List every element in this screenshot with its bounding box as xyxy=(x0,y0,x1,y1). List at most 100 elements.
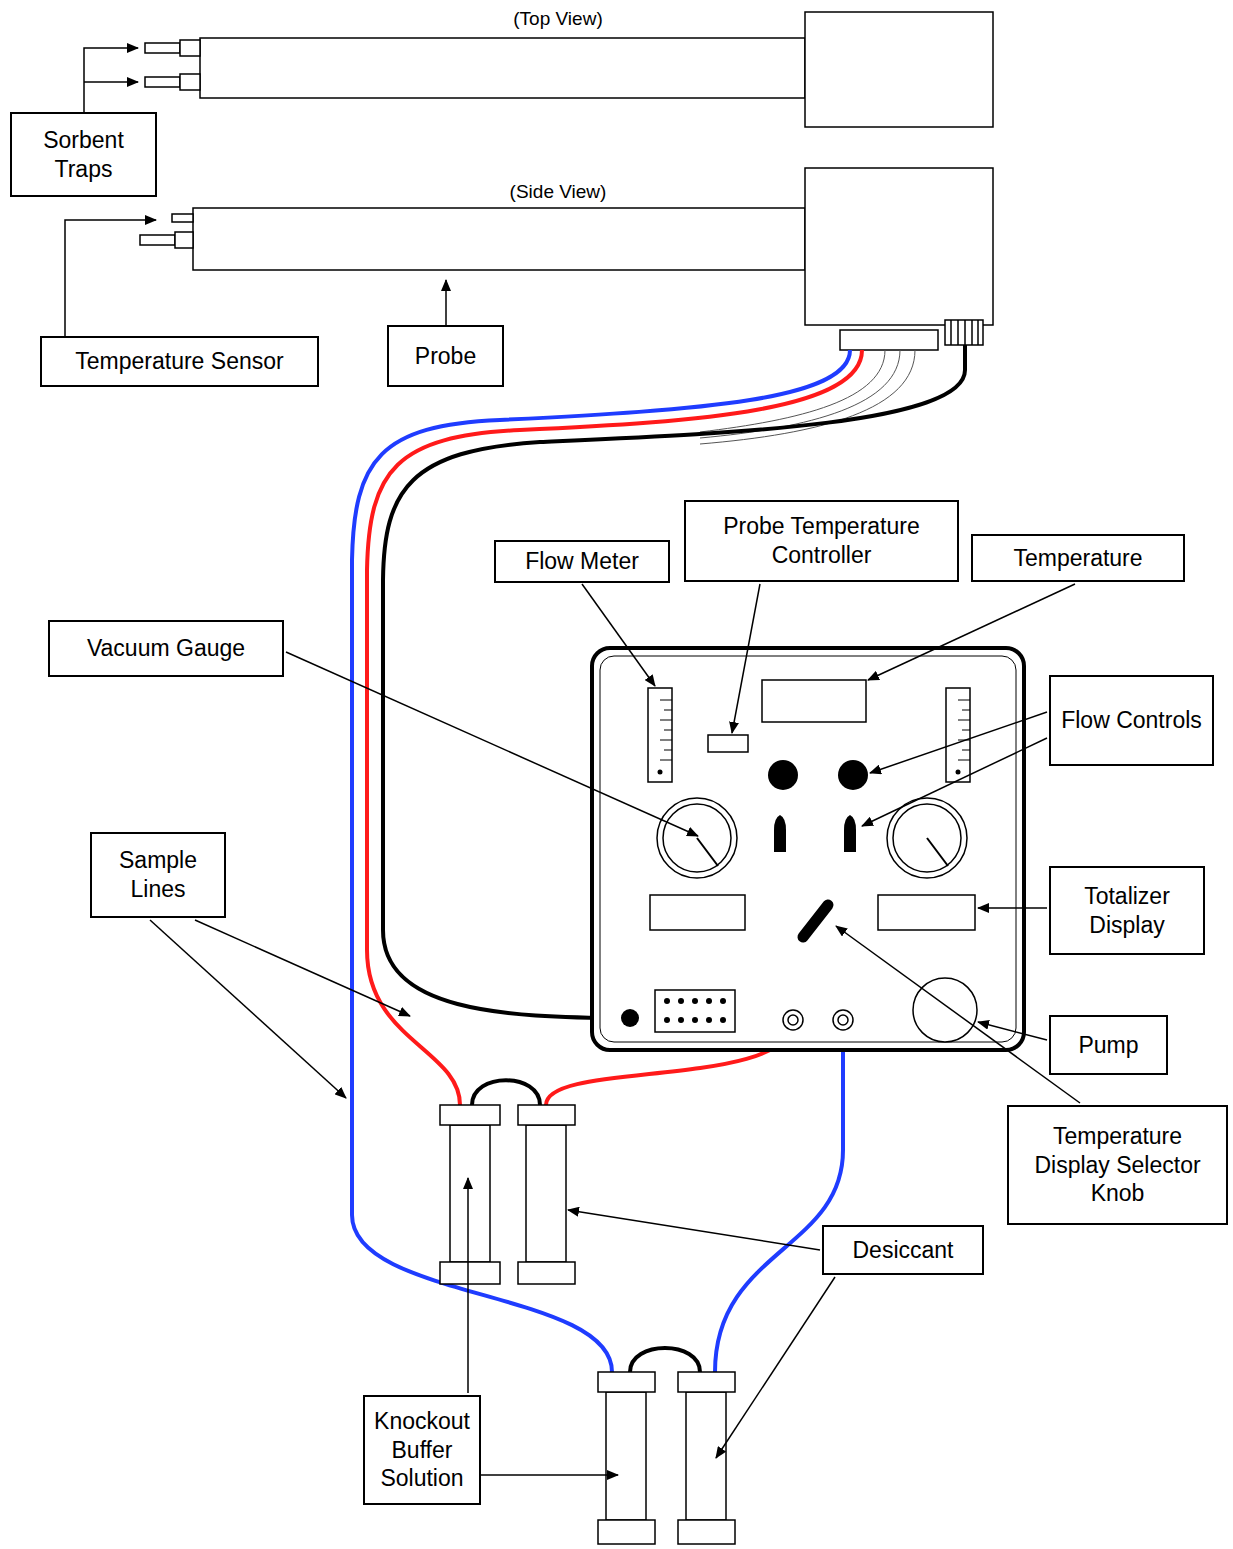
power-plug xyxy=(945,320,983,345)
knockout-tube xyxy=(450,1125,490,1262)
desiccant-tube xyxy=(686,1392,726,1520)
pump xyxy=(913,978,977,1042)
temperature-sensor xyxy=(172,214,193,222)
callout-text: Totalizer Display xyxy=(1056,882,1198,940)
callout-text: Probe Temperature Controller xyxy=(691,512,952,570)
vacuum-gauge xyxy=(657,798,737,878)
flow-meter xyxy=(946,688,970,782)
leader-line xyxy=(84,48,138,112)
temperature-controller xyxy=(708,735,748,752)
knockout-tube xyxy=(606,1392,646,1520)
callout-box: Temperature Sensor xyxy=(40,336,319,387)
callout-text: Flow Controls xyxy=(1061,706,1202,735)
scale-ticks xyxy=(660,700,672,760)
probe-body xyxy=(200,38,805,98)
fitting xyxy=(838,1015,848,1025)
fitting xyxy=(833,1010,853,1030)
callout-box: Flow Meter xyxy=(494,540,670,583)
impinger-tubes xyxy=(440,1105,735,1544)
desiccant-tube xyxy=(526,1125,566,1262)
callout-box: Probe Temperature Controller xyxy=(684,500,959,582)
leader-line xyxy=(870,712,1047,773)
scale-ticks xyxy=(958,700,970,760)
callout-text: Vacuum Gauge xyxy=(87,634,245,663)
leader-line xyxy=(568,1210,820,1250)
tube-jumper xyxy=(630,1348,700,1372)
callout-box: Probe xyxy=(387,325,504,387)
leader-line xyxy=(868,584,1075,680)
callout-text: Pump xyxy=(1078,1031,1138,1060)
callout-box: Sample Lines xyxy=(90,832,226,918)
tube-cap xyxy=(678,1372,735,1392)
flow-knob xyxy=(768,760,798,790)
totalizer-display xyxy=(878,895,975,930)
leader-line xyxy=(445,280,447,325)
sorbent-trap xyxy=(180,40,200,56)
flow-meter xyxy=(648,688,672,782)
temperature-display xyxy=(762,680,866,722)
probe-head xyxy=(805,168,993,325)
flow-knob xyxy=(838,760,868,790)
probe-head xyxy=(805,12,993,127)
flow-valve xyxy=(774,815,786,852)
gauge-needle xyxy=(927,838,948,866)
callout-box: Sorbent Traps xyxy=(10,112,157,197)
vacuum-gauge xyxy=(887,798,967,878)
vacuum-gauge-face xyxy=(663,804,731,872)
totalizer-display xyxy=(650,895,745,930)
callout-box: Pump xyxy=(1049,1015,1168,1075)
power-connector xyxy=(655,990,735,1032)
tube-cap xyxy=(440,1105,500,1125)
tube-cap xyxy=(598,1372,655,1392)
fitting xyxy=(788,1015,798,1025)
tube-jumper xyxy=(472,1080,540,1105)
tube-cap xyxy=(518,1262,575,1284)
view-label: (Side View) xyxy=(455,182,661,203)
sorbent-trap xyxy=(180,74,200,90)
tube-cap xyxy=(440,1262,500,1284)
leader-line xyxy=(467,1178,469,1393)
leader-line xyxy=(195,920,410,1016)
float xyxy=(956,770,961,775)
leader-line xyxy=(732,584,760,733)
tube-cap xyxy=(518,1105,575,1125)
leader-line xyxy=(150,920,346,1098)
leader-lines xyxy=(150,584,1080,1475)
sorbent-trap xyxy=(145,77,180,87)
panel-housing xyxy=(592,648,1024,1050)
leader-line xyxy=(480,1474,618,1476)
sorbent-trap xyxy=(175,232,193,248)
leader-line xyxy=(286,652,698,836)
probe-side-view xyxy=(140,168,993,350)
callout-text: Temperature Sensor xyxy=(75,347,283,376)
sorbent-trap xyxy=(145,43,180,53)
callout-box: Totalizer Display xyxy=(1049,866,1205,955)
cable-socket xyxy=(621,1009,639,1027)
leader-line xyxy=(862,738,1047,826)
gauge-needle xyxy=(697,838,718,866)
sorbent-trap xyxy=(140,235,175,245)
callout-text: Sample Lines xyxy=(97,846,219,904)
fitting xyxy=(783,1010,803,1030)
callout-text: Flow Meter xyxy=(525,547,639,576)
selector-knob xyxy=(803,905,828,937)
callout-text: Probe xyxy=(415,342,476,371)
callout-box: Desiccant xyxy=(822,1225,984,1275)
blue-sample-line xyxy=(715,1020,843,1372)
control-panel xyxy=(592,648,1024,1050)
callout-text: Desiccant xyxy=(853,1236,954,1265)
leader-line xyxy=(716,1277,835,1458)
vacuum-gauge-face xyxy=(893,804,961,872)
panel-inner-border xyxy=(600,656,1016,1042)
callout-text: Temperature xyxy=(1013,544,1142,573)
plug-ribs xyxy=(951,320,978,345)
probe-body xyxy=(193,208,805,270)
callout-text: Knockout Buffer Solution xyxy=(370,1407,474,1493)
tube-cap xyxy=(678,1520,735,1544)
callout-text: Sorbent Traps xyxy=(17,126,150,184)
leader-line xyxy=(65,220,156,336)
callout-box: Temperature xyxy=(971,534,1185,582)
connector-pins xyxy=(664,998,726,1023)
